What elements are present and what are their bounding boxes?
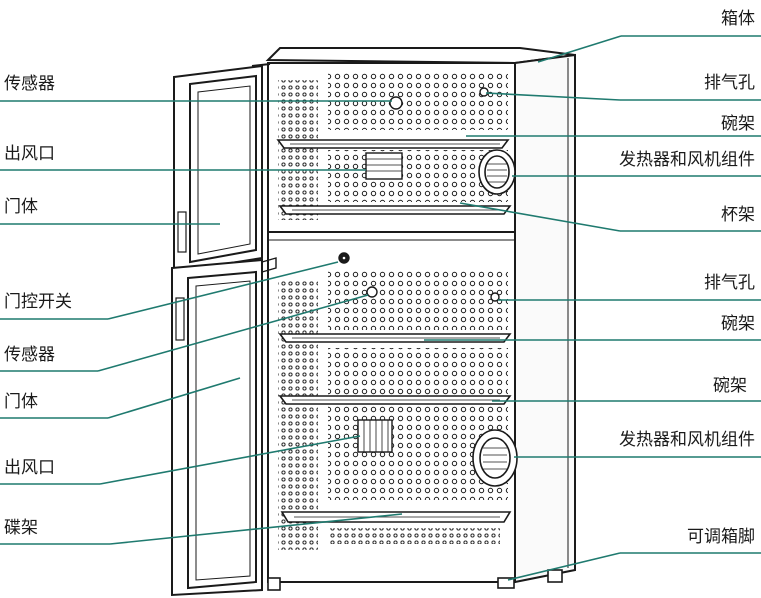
leader-lines: [0, 35, 761, 581]
exhaust-hole-upper-label: 排气孔: [704, 73, 755, 93]
cup-rack-label: 杯架: [721, 205, 755, 225]
bowl-rack-lower-label: 碗架: [713, 376, 747, 396]
heater-fan-upper-label: 发热器和风机组件: [619, 150, 755, 170]
dish-rack-label: 碟架: [4, 518, 38, 538]
bowl-rack-middle-label: 碗架: [721, 314, 755, 334]
door-lower-label: 门体: [4, 392, 38, 412]
bowl-rack-upper-label: 碗架: [721, 114, 755, 134]
heater-fan-lower-label: 发热器和风机组件: [619, 430, 755, 450]
cabinet-body-label: 箱体: [721, 9, 755, 29]
adjustable-feet: [267, 569, 563, 591]
sensor-upper-label: 传感器: [4, 74, 55, 94]
sensor-lower-label: 传感器: [4, 345, 55, 365]
heater-fan-assemblies: [472, 149, 518, 487]
adjustable-foot-label: 可调箱脚: [687, 527, 755, 547]
perforated-back-panels: [278, 72, 508, 550]
upper-door: [173, 63, 271, 274]
sensors-and-holes: [338, 87, 500, 302]
exhaust-hole-lower-label: 排气孔: [704, 273, 755, 293]
cabinet-body: [265, 47, 576, 584]
racks: [276, 139, 512, 523]
air-outlet-upper-label: 出风口: [4, 144, 55, 164]
lower-door: [171, 257, 277, 597]
air-outlet-lower-label: 出风口: [4, 458, 55, 478]
door-upper-label: 门体: [4, 197, 38, 217]
air-outlet-grilles: [357, 152, 403, 453]
door-switch-label: 门控开关: [4, 292, 72, 312]
